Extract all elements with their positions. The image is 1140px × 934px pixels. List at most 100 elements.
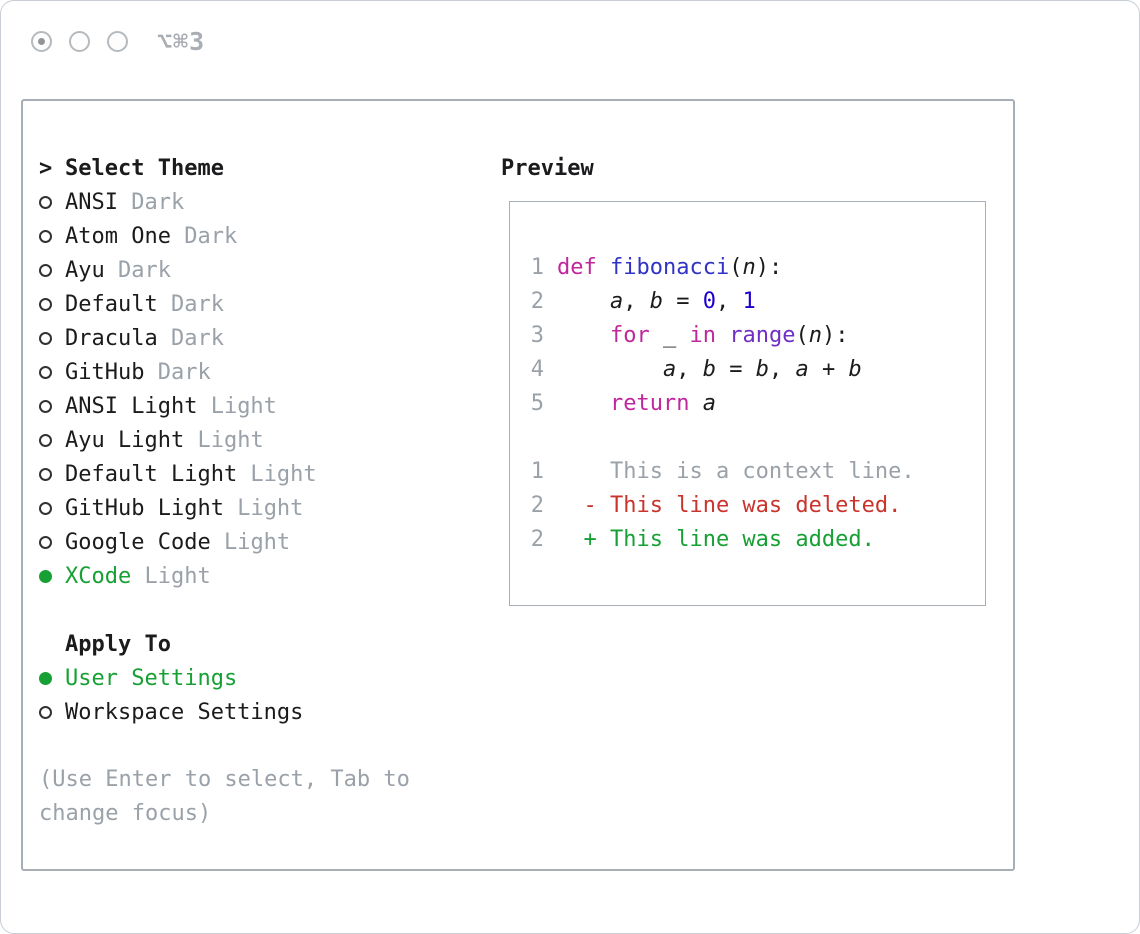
theme-option[interactable]: ANSI Light Light bbox=[39, 389, 499, 423]
radio-icon bbox=[39, 229, 52, 243]
apply-to-option[interactable]: Workspace Settings bbox=[39, 695, 499, 729]
radio-indicator bbox=[39, 195, 65, 209]
diff-text: This is a context line. bbox=[557, 458, 915, 484]
apply-to-title: Apply To bbox=[65, 631, 171, 657]
line-number: 2 bbox=[530, 288, 544, 314]
radio-indicator bbox=[39, 365, 65, 379]
theme-name: Dracula bbox=[65, 325, 158, 351]
radio-selected-icon bbox=[39, 671, 52, 685]
line-number: 2 bbox=[530, 492, 544, 518]
code-token bbox=[557, 323, 610, 348]
theme-name: Atom One bbox=[65, 223, 171, 249]
theme-variant: Light bbox=[197, 393, 277, 419]
radio-icon bbox=[39, 705, 52, 719]
code-token: b bbox=[755, 356, 769, 382]
theme-option[interactable]: Default Light Light bbox=[39, 457, 499, 491]
diff-text: - This line was deleted. bbox=[557, 492, 902, 518]
theme-option[interactable]: ANSI Dark bbox=[39, 185, 499, 219]
theme-name: ANSI bbox=[65, 189, 118, 215]
diff-line: 2 + This line was added. bbox=[530, 522, 985, 556]
theme-option[interactable]: Default Dark bbox=[39, 287, 499, 321]
code-text: return a bbox=[557, 391, 716, 416]
code-token: a bbox=[609, 288, 624, 314]
theme-variant: Light bbox=[131, 563, 211, 589]
line-number: 5 bbox=[530, 390, 544, 416]
theme-option[interactable]: GitHub Dark bbox=[39, 355, 499, 389]
line-number: 2 bbox=[530, 526, 544, 552]
theme-variant: Dark bbox=[104, 257, 171, 283]
radio-indicator bbox=[39, 399, 65, 413]
theme-option[interactable]: XCode Light bbox=[39, 559, 499, 593]
radio-icon bbox=[39, 331, 52, 345]
radio-indicator bbox=[39, 705, 65, 719]
theme-option[interactable]: Ayu Dark bbox=[39, 253, 499, 287]
keyboard-shortcut-label: ⌥⌘3 bbox=[157, 27, 206, 56]
radio-indicator bbox=[39, 569, 65, 583]
code-token: _ bbox=[649, 322, 690, 348]
code-text: a, b = b, a + b bbox=[557, 357, 862, 382]
radio-indicator bbox=[39, 671, 65, 685]
theme-variant: Dark bbox=[157, 291, 224, 317]
code-token: ): bbox=[755, 254, 783, 280]
code-text: def fibonacci(n): bbox=[557, 255, 782, 280]
diff-text: + This line was added. bbox=[557, 526, 875, 552]
diff-block: 1 This is a context line.2 - This line w… bbox=[530, 454, 985, 556]
code-token: 1 bbox=[742, 288, 756, 314]
code-token: = bbox=[715, 356, 756, 382]
theme-option[interactable]: Dracula Dark bbox=[39, 321, 499, 355]
theme-option[interactable]: Atom One Dark bbox=[39, 219, 499, 253]
radio-icon bbox=[39, 365, 52, 379]
theme-variant: Light bbox=[184, 427, 264, 453]
code-token: ( bbox=[795, 322, 809, 348]
theme-option[interactable]: Google Code Light bbox=[39, 525, 499, 559]
theme-name: Default bbox=[65, 291, 158, 317]
code-token: ( bbox=[729, 254, 743, 280]
radio-icon bbox=[39, 195, 52, 209]
radio-indicator bbox=[39, 229, 65, 243]
code-token: b bbox=[848, 356, 862, 382]
theme-variant: Light bbox=[237, 461, 317, 487]
theme-name: GitHub Light bbox=[65, 495, 224, 521]
window-control-zoom[interactable] bbox=[107, 31, 128, 52]
radio-indicator bbox=[39, 297, 65, 311]
theme-variant: Light bbox=[210, 529, 291, 555]
theme-name: XCode bbox=[65, 563, 132, 589]
code-token: b bbox=[702, 356, 716, 382]
code-token: a bbox=[662, 356, 677, 382]
theme-variant: Light bbox=[223, 495, 304, 521]
code-token: a bbox=[795, 356, 809, 382]
radio-selected-icon bbox=[39, 569, 52, 583]
code-token: for bbox=[609, 322, 650, 348]
window-control-close[interactable] bbox=[31, 31, 52, 52]
code-token: return bbox=[609, 390, 690, 416]
apply-to-header: Apply To bbox=[39, 627, 499, 661]
radio-icon bbox=[39, 263, 52, 277]
apply-to-option[interactable]: User Settings bbox=[39, 661, 499, 695]
theme-name: Ayu Light bbox=[65, 427, 185, 453]
code-text: for _ in range(n): bbox=[557, 323, 848, 348]
apply-to-name: Workspace Settings bbox=[65, 699, 304, 725]
theme-option[interactable]: Ayu Light Light bbox=[39, 423, 499, 457]
code-token bbox=[716, 323, 729, 348]
code-token: , bbox=[768, 356, 796, 382]
preview-title: Preview bbox=[501, 155, 594, 181]
code-token: def bbox=[557, 254, 610, 280]
theme-variant: Dark bbox=[170, 223, 238, 249]
radio-icon bbox=[39, 399, 52, 413]
window-control-minimize[interactable] bbox=[69, 31, 90, 52]
code-token bbox=[557, 357, 663, 382]
theme-option[interactable]: GitHub Light Light bbox=[39, 491, 499, 525]
titlebar: ⌥⌘3 bbox=[31, 27, 205, 56]
code-token: n bbox=[742, 254, 756, 280]
code-line: 4 a, b = b, a + b bbox=[530, 352, 985, 386]
diff-line: 2 - This line was deleted. bbox=[530, 488, 985, 522]
radio-indicator bbox=[39, 331, 65, 345]
theme-name: GitHub bbox=[65, 359, 145, 385]
radio-indicator bbox=[39, 263, 65, 277]
theme-name: Default Light bbox=[65, 461, 238, 487]
diff-line: 1 This is a context line. bbox=[530, 454, 985, 488]
